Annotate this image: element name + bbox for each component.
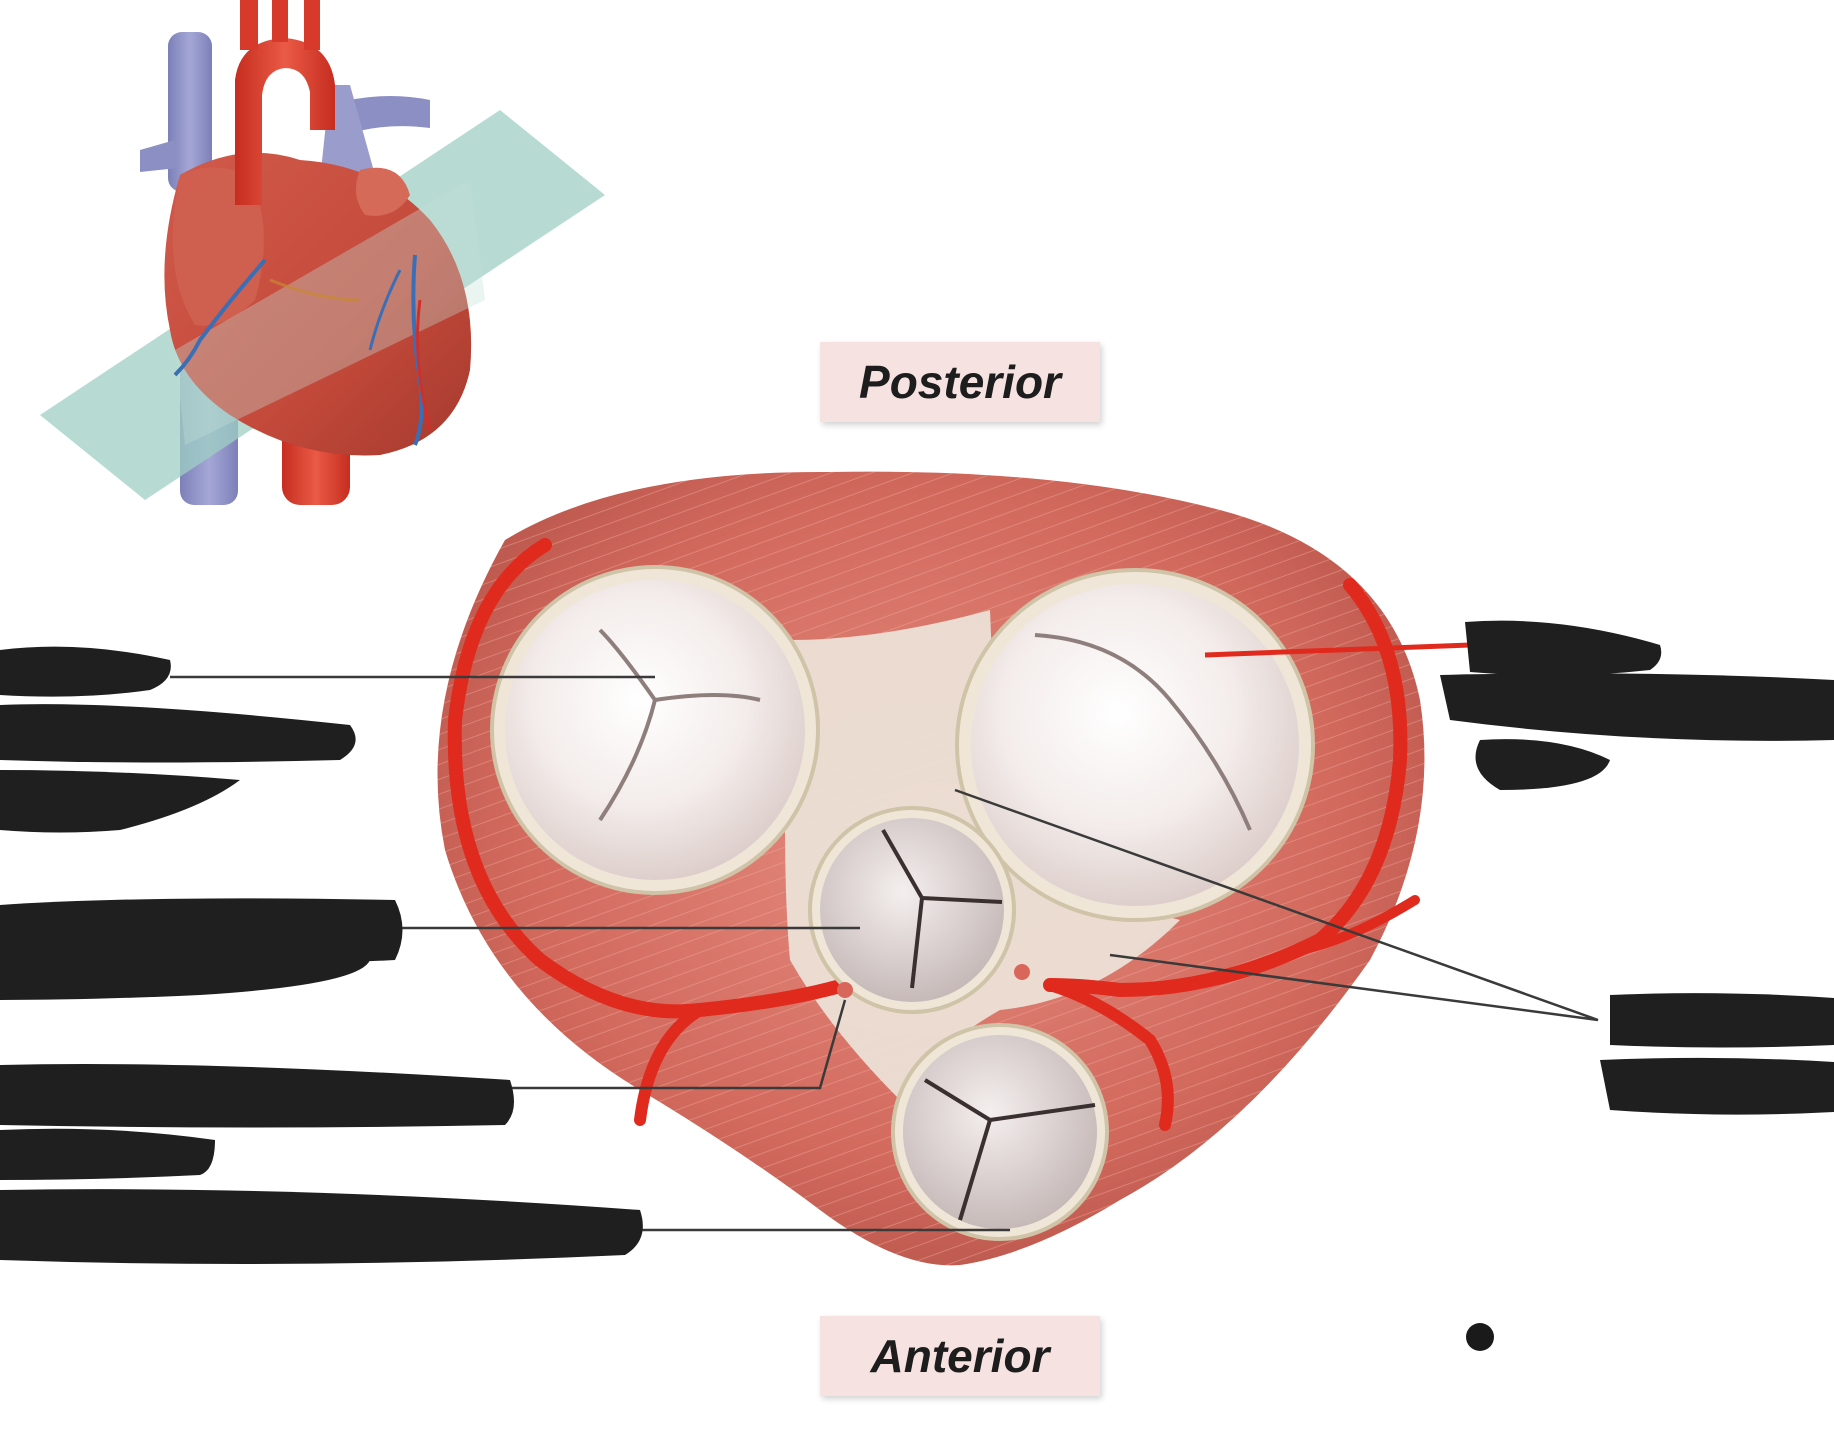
leader-lines [170,675,1599,1232]
pulmonary-vein-left [140,140,178,172]
aortic-valve [891,1023,1109,1241]
stray-dot [1466,1323,1494,1351]
redacted-label-3 [0,1064,514,1180]
leader-mitral [1204,642,1471,658]
coronary-ostium-right [1014,964,1030,980]
left-subclavian [304,0,320,50]
redacted-label-1 [0,646,356,833]
inset-heart [40,0,605,505]
redacted-labels [0,620,1834,1264]
left-common-carotid [272,0,288,42]
redacted-label-5 [1440,620,1834,790]
leader-ostia [510,999,847,1090]
coronary-artery-right [1043,578,1408,998]
inset-coronary-artery [173,258,267,377]
mitral-valve [955,568,1315,922]
left-auricle [356,167,410,216]
aortic-arch [235,38,335,205]
pulmonary-valve [808,806,1030,1014]
superior-vena-cava [168,32,212,192]
orientation-label-posterior: Posterior [820,342,1100,422]
coronary-ostium-left [837,982,853,998]
orientation-label-anterior: Anterior [820,1316,1100,1396]
coronary-artery-left [447,538,867,1019]
redacted-label-4 [0,1189,643,1264]
tricuspid-valve [490,565,820,895]
brachiocephalic-artery [240,0,258,50]
leader-fibrous [954,788,1599,1022]
valve-section [437,471,1425,1266]
redacted-label-2 [0,898,403,1000]
redacted-label-6 [1600,993,1834,1115]
